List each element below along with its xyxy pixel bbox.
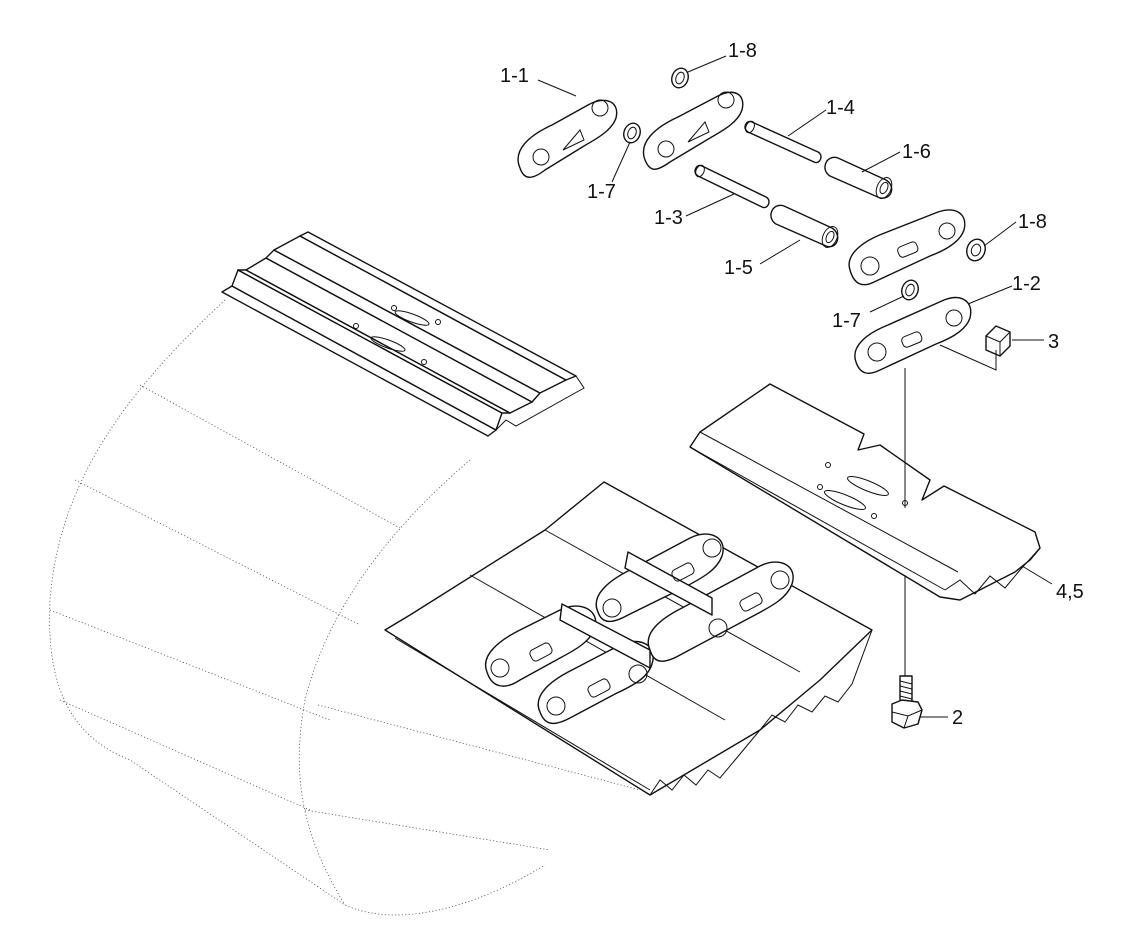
part-seal-1-7-mid: [901, 279, 919, 301]
label-1-4: 1-4: [826, 97, 855, 119]
part-nut-3: [985, 325, 1011, 357]
callout-labels: 1-1 1-8 1-4 1-6 1-7 1-3 1-5 1-8 1-7 1-2 …: [500, 40, 1084, 729]
part-washer-1-8-right: [966, 238, 986, 262]
label-1-2: 1-2: [1012, 273, 1041, 295]
label-1-5: 1-5: [724, 257, 753, 279]
label-1-1: 1-1: [500, 65, 529, 87]
leader-lines: [537, 55, 1053, 718]
part-pin-1-4: [744, 120, 822, 164]
label-1-8-right: 1-8: [1018, 211, 1047, 233]
part-bushing-1-6: [824, 156, 893, 199]
label-1-6: 1-6: [902, 141, 931, 163]
label-3: 3: [1048, 331, 1059, 353]
label-1-7-mid: 1-7: [832, 310, 861, 332]
track-shoe-on-loop: [221, 231, 585, 437]
part-link-top-right: [642, 91, 744, 170]
label-1-3: 1-3: [654, 207, 683, 229]
part-link-1-1: [517, 99, 618, 178]
part-pin-1-3: [694, 164, 770, 209]
part-bushing-1-5: [770, 204, 839, 248]
assembled-track-segment: [384, 481, 873, 796]
label-1-7-top: 1-7: [587, 181, 616, 203]
part-link-1-2: [854, 296, 972, 374]
part-seal-1-7-top: [623, 122, 641, 144]
part-link-right-upper: [848, 209, 966, 286]
label-4-5: 4,5: [1056, 581, 1084, 603]
label-1-8-top: 1-8: [728, 40, 757, 62]
label-2: 2: [952, 707, 963, 729]
part-bolt-2: [891, 675, 923, 729]
track-loop-outline: [49, 299, 641, 916]
part-track-shoe-4-5: [689, 383, 1041, 601]
part-washer-1-8-top: [671, 67, 689, 89]
